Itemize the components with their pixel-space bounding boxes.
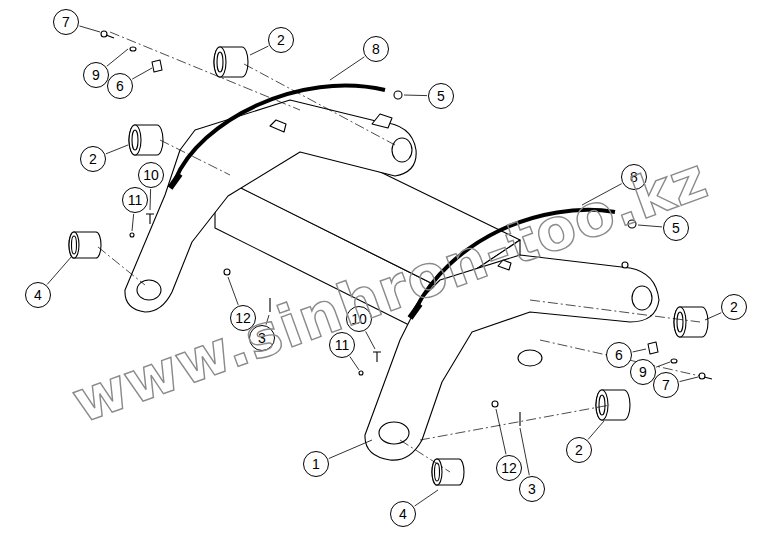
leader-line <box>329 440 372 458</box>
callout-circle: 5 <box>428 83 454 109</box>
callout-circle: 12 <box>496 455 522 481</box>
bushing <box>214 47 248 77</box>
leader-line <box>633 349 646 352</box>
bushing <box>596 390 630 420</box>
callout-circle: 4 <box>25 282 51 308</box>
left-arm <box>125 100 416 312</box>
callout-circle: 8 <box>363 36 389 62</box>
bushing <box>69 232 101 258</box>
callout-number: 2 <box>575 443 583 457</box>
leader-line <box>266 315 269 325</box>
hydraulic-hose <box>170 86 615 318</box>
callout-circle: 3 <box>249 325 275 351</box>
leader-line <box>415 490 438 506</box>
callout-number: 5 <box>437 89 445 103</box>
callout-circle: 2 <box>268 27 294 53</box>
bushing <box>432 459 464 485</box>
callout-number: 2 <box>89 152 97 166</box>
leader-line <box>132 214 134 231</box>
callout-number: 6 <box>116 79 124 93</box>
callout-number: 4 <box>399 507 407 521</box>
leader-line <box>228 277 238 305</box>
callout-number: 3 <box>258 331 266 345</box>
leader-line <box>350 357 359 370</box>
leader-line <box>47 256 72 284</box>
leader-line <box>150 189 152 210</box>
callout-circle: 11 <box>329 332 355 358</box>
leader-line <box>132 68 152 79</box>
callout-number: 4 <box>34 288 42 302</box>
callout-number: 11 <box>335 338 350 352</box>
callout-number: 7 <box>62 15 70 29</box>
leader-line <box>107 49 128 66</box>
callout-number: 3 <box>528 482 536 496</box>
callout-number: 12 <box>501 461 517 475</box>
bushing <box>674 307 708 337</box>
callout-circle: 2 <box>566 437 592 463</box>
callout-number: 9 <box>92 68 100 82</box>
bushing <box>129 125 163 155</box>
leader-line <box>106 145 128 154</box>
callout-circle: 10 <box>138 162 164 188</box>
callout-circle: 11 <box>122 187 148 213</box>
callout-number: 10 <box>351 312 367 326</box>
callout-number: 1 <box>312 457 320 471</box>
center-line <box>98 32 700 472</box>
callout-circle: 3 <box>519 476 545 502</box>
callout-number: 7 <box>662 378 670 392</box>
leader-line <box>404 95 427 97</box>
callout-number: 8 <box>630 170 638 184</box>
callout-circle: 6 <box>606 342 632 368</box>
callout-number: 12 <box>235 311 251 325</box>
callout-circle: 2 <box>721 294 747 320</box>
leader-line <box>656 362 670 367</box>
callout-circle: 10 <box>346 306 372 332</box>
callout-circle: 6 <box>107 73 133 99</box>
leader-line <box>496 409 506 454</box>
callout-circle: 9 <box>630 359 656 385</box>
callout-circle: 1 <box>303 451 329 477</box>
callout-circle: 2 <box>80 146 106 172</box>
callout-number: 2 <box>730 300 738 314</box>
callout-circle: 7 <box>53 9 79 35</box>
callout-number: 2 <box>277 33 285 47</box>
right-arm <box>365 255 659 460</box>
leader-line <box>638 225 662 227</box>
callout-number: 5 <box>672 221 680 235</box>
callout-circle: 9 <box>83 62 109 88</box>
leader-line <box>705 313 721 320</box>
leader-line <box>79 26 100 32</box>
watermark: www.sinhron-too.kz <box>64 144 717 437</box>
callout-number: 9 <box>639 365 647 379</box>
callout-number: 8 <box>372 42 380 56</box>
hardware <box>101 31 712 426</box>
callout-circle: 7 <box>653 372 679 398</box>
leader-line <box>588 421 604 439</box>
callout-circle: 8 <box>621 164 647 190</box>
callout-number: 11 <box>128 193 143 207</box>
callout-circle: 4 <box>390 501 416 527</box>
callout-circle: 5 <box>663 215 689 241</box>
leader-line <box>582 184 622 205</box>
leader-line <box>680 377 698 382</box>
callout-circle: 12 <box>230 305 256 331</box>
leader-line <box>330 57 364 80</box>
callout-number: 10 <box>143 168 159 182</box>
leader-line <box>250 46 268 55</box>
leader-line <box>366 331 375 349</box>
callout-number: 6 <box>615 348 623 362</box>
